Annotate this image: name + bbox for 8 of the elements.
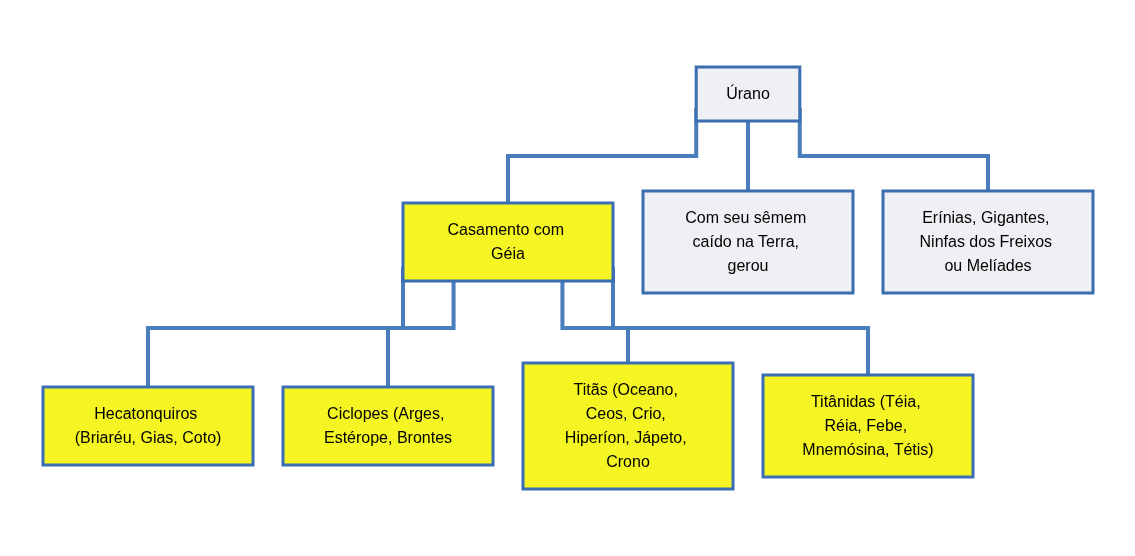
node-box: Titânidas (Téia, Réia, Febe, Mnemósina, Tétis) bbox=[761, 373, 974, 479]
node-box: Erínias, Gigantes, Ninfas dos Freixos ou Melíades bbox=[881, 189, 1094, 295]
node-box: Casamento com Géia bbox=[401, 201, 614, 283]
node-box: Com seu sêmem caído na Terra, gerou bbox=[641, 189, 854, 295]
node-box: Titãs (Oceano, Ceos, Crio, Hiperíon, Jápeto, Crono bbox=[521, 361, 734, 491]
node-box: Ciclopes (Arges, Estérope, Brontes bbox=[281, 385, 494, 467]
node-box: Úrano bbox=[694, 65, 801, 123]
node-box: Hecatonquiros (Briaréu, Gias, Coto) bbox=[41, 385, 254, 467]
